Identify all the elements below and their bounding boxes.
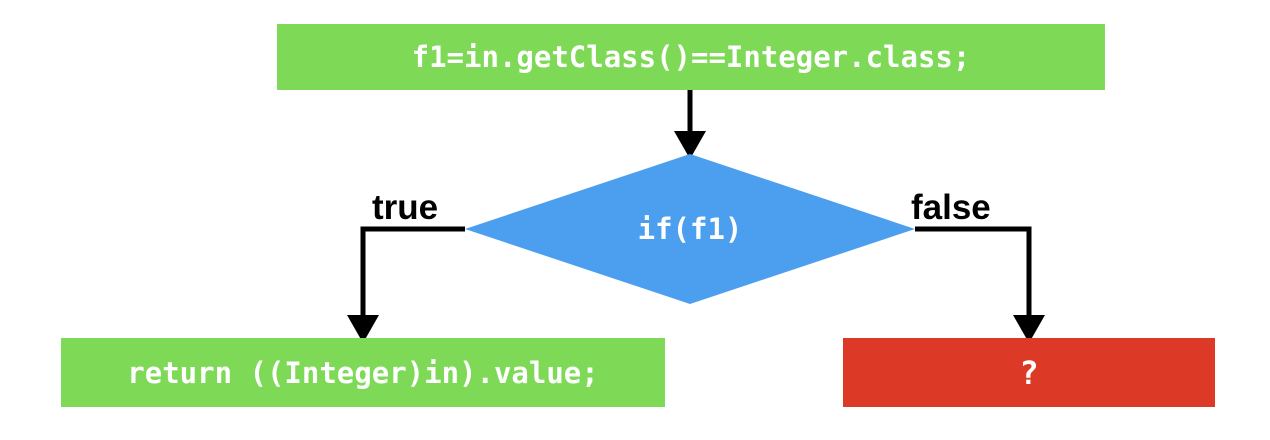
node-decision-diamond[interactable]: if(f1) [465,154,915,304]
edge-label-true: true [372,188,439,227]
node-return-box[interactable]: return ((Integer)in).value; [61,338,665,407]
node-unknown-label: ? [1019,353,1039,392]
node-statement-box[interactable]: f1=in.getClass()==Integer.class; [277,24,1105,90]
edge-decision-true-to-return [347,226,465,344]
node-decision-label: if(f1) [637,212,743,246]
edge-decision-false-to-unknown [915,226,1046,344]
node-return-label: return ((Integer)in).value; [127,355,599,390]
node-unknown-box[interactable]: ? [843,338,1215,407]
node-statement-label: f1=in.getClass()==Integer.class; [411,40,971,74]
edge-label-false: false [911,188,991,227]
